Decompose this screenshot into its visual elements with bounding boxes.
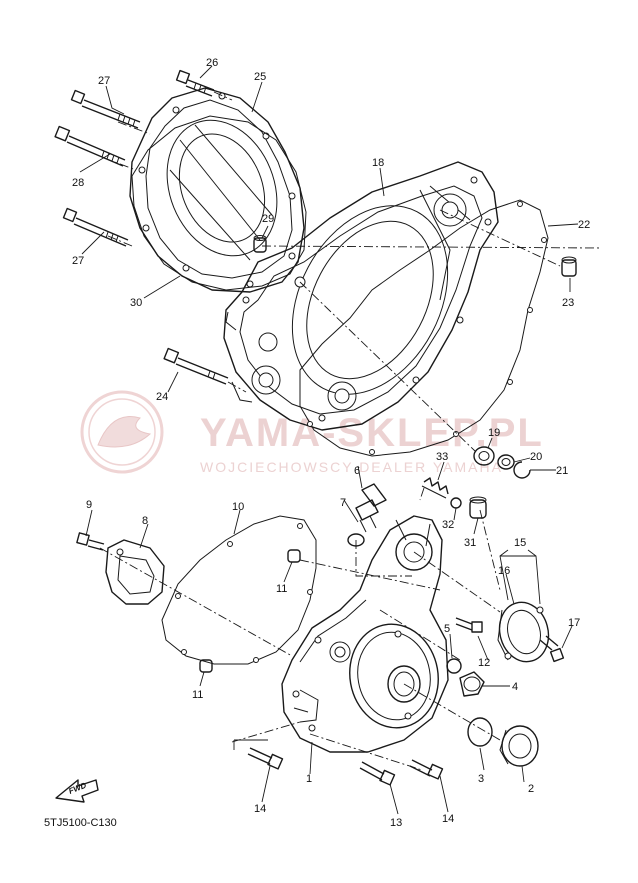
dowel-23 [561, 256, 577, 277]
callout-25: 25 [254, 71, 266, 83]
pump-cover-8 [105, 539, 165, 605]
bolt-28 [54, 125, 126, 167]
watermark: YAMA-SKLEP.PL WOJCIECHOWSCY DEALER YAMAH… [80, 390, 542, 475]
crankcase-gasket-22 [299, 199, 549, 457]
plug-2 [499, 725, 539, 767]
leader-lines [79, 65, 579, 815]
callout-20: 20 [530, 451, 542, 463]
drain-plug-7 [347, 499, 379, 547]
dowel-29 [253, 235, 267, 253]
ball-32 [450, 497, 462, 509]
callout-17: 17 [568, 617, 580, 629]
callout-33: 33 [436, 451, 448, 463]
filler-plug-6 [361, 483, 387, 507]
callout-14-right: 14 [442, 813, 454, 825]
callout-11-upper: 11 [276, 583, 287, 595]
callout-5: 5 [444, 623, 450, 635]
callout-15: 15 [514, 537, 526, 549]
o-ring-3 [467, 717, 493, 747]
bolt-9 [76, 532, 105, 551]
callout-18: 18 [372, 157, 384, 169]
callout-8: 8 [142, 515, 148, 527]
callout-24: 24 [156, 391, 168, 403]
callout-1: 1 [306, 773, 312, 785]
dowel-11-lower [199, 659, 213, 673]
watermark-logo-icon [80, 390, 164, 474]
callout-13: 13 [390, 817, 402, 829]
callout-27-top: 27 [98, 75, 110, 87]
callout-27-bottom: 27 [72, 255, 84, 267]
callout-28: 28 [72, 177, 84, 189]
clutch-cover-gasket [131, 115, 307, 291]
o-ring-5 [446, 658, 462, 674]
fwd-label: FWD [67, 781, 87, 796]
plug-4 [459, 671, 485, 697]
callout-30: 30 [130, 297, 142, 309]
bolt-14-left [247, 747, 284, 770]
bolt-13 [359, 761, 396, 786]
gasket-10 [161, 515, 317, 665]
cap-16 [497, 601, 550, 663]
spacer-31 [469, 496, 487, 519]
bolt-17 [539, 635, 565, 663]
dowel-11-upper [287, 549, 301, 563]
callout-29: 29 [262, 213, 274, 225]
diagram-code: 5TJ5100-C130 [44, 817, 117, 829]
bolt-27-bottom [62, 207, 129, 247]
oil-seal-19 [473, 446, 495, 466]
callout-32: 32 [442, 519, 454, 531]
crankcase-cover-right [223, 161, 499, 431]
alignment-lines [99, 91, 601, 771]
callout-21: 21 [556, 465, 568, 477]
callout-4: 4 [512, 681, 518, 693]
callout-19: 19 [488, 427, 500, 439]
bolt-14-right [409, 759, 444, 780]
callout-23: 23 [562, 297, 574, 309]
callout-6: 6 [354, 465, 360, 477]
bolt-24 [163, 347, 229, 385]
callout-10: 10 [232, 501, 244, 513]
callout-7: 7 [340, 497, 346, 509]
spring-33 [421, 477, 449, 499]
bolt-12 [455, 617, 483, 633]
callout-31: 31 [464, 537, 476, 549]
bolt-27-top [70, 89, 141, 129]
callout-14-left: 14 [254, 803, 266, 815]
circlip-21 [513, 461, 531, 479]
callout-labels: 1 2 3 4 5 6 7 8 9 10 11 11 12 13 14 14 1… [72, 57, 590, 829]
callout-2: 2 [528, 783, 534, 795]
watermark-subtitle: WOJCIECHOWSCY DEALER YAMAHA [200, 459, 503, 475]
callout-9: 9 [86, 499, 92, 511]
callout-16: 16 [498, 565, 510, 577]
callout-22: 22 [578, 219, 590, 231]
callout-26: 26 [206, 57, 218, 69]
callout-11-lower: 11 [192, 689, 203, 701]
crankcase-cover-left [281, 515, 449, 753]
callout-3: 3 [478, 773, 484, 785]
clutch-cover [129, 87, 305, 293]
callout-12: 12 [478, 657, 490, 669]
bolt-26 [175, 69, 215, 97]
fwd-arrow-icon: FWD [55, 779, 99, 803]
